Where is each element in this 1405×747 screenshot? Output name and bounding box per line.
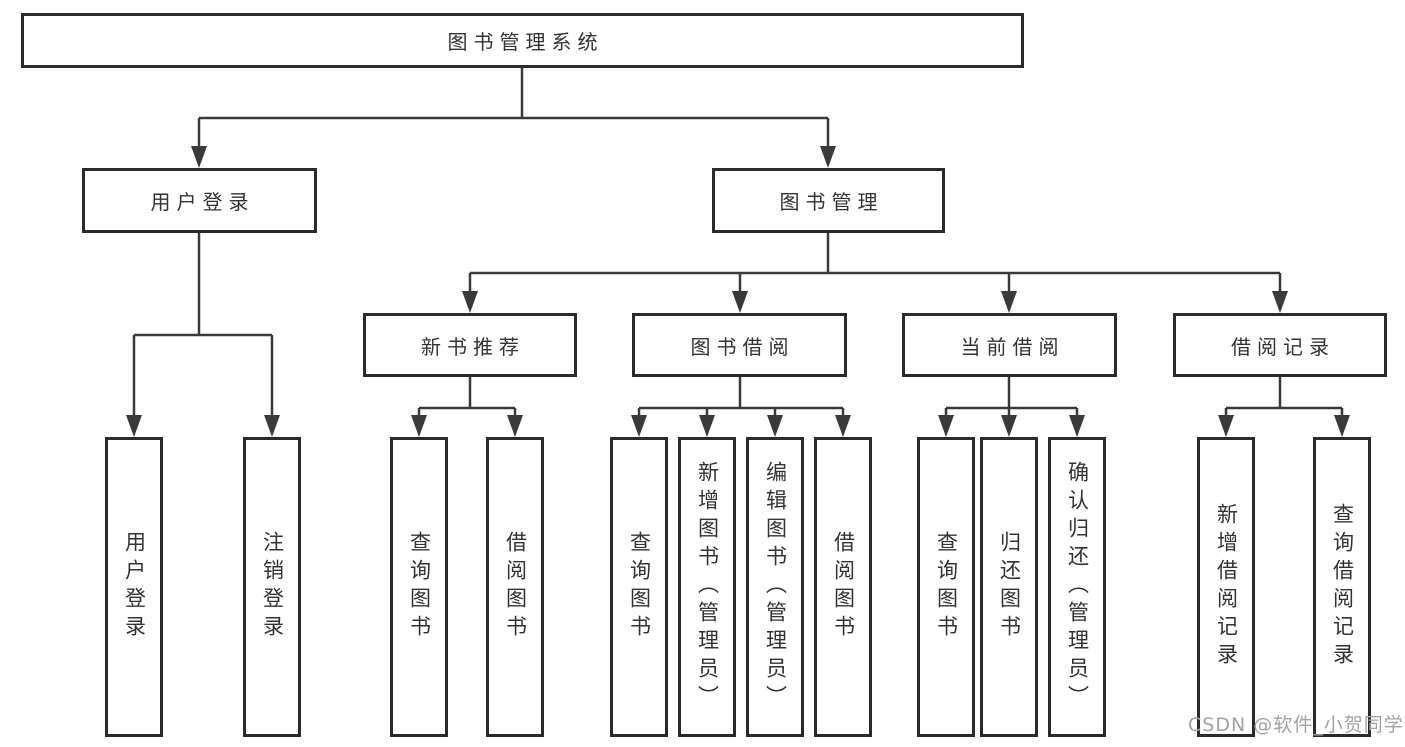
leaf-label: 新增借阅记录 bbox=[1214, 503, 1239, 671]
leaf-logout: 注销登录 bbox=[243, 437, 301, 737]
node-label: 图书借阅 bbox=[690, 334, 795, 359]
node-label: 新书推荐 bbox=[421, 334, 525, 359]
leaf-label: 用户登录 bbox=[122, 531, 147, 643]
node-label: 图书管理 bbox=[779, 190, 884, 214]
leaf-label: 查询借阅记录 bbox=[1330, 503, 1355, 671]
node-borrowing-records: 借阅记录 bbox=[1173, 313, 1387, 377]
leaf-edit-books-admin: 编辑图书（管理员） bbox=[746, 437, 804, 737]
leaf-confirm-return-admin: 确认归还（管理员） bbox=[1048, 437, 1106, 737]
node-new-book-recommendation: 新书推荐 bbox=[363, 313, 577, 377]
leaf-add-books-admin: 新增图书（管理员） bbox=[678, 437, 736, 737]
leaf-query-books-2: 查询图书 bbox=[610, 437, 668, 737]
node-current-borrowing: 当前借阅 bbox=[902, 313, 1117, 377]
node-book-management: 图书管理 bbox=[712, 168, 945, 233]
node-label: 图书管理系统 bbox=[447, 30, 604, 54]
leaf-add-borrow-record: 新增借阅记录 bbox=[1197, 437, 1255, 737]
leaf-user-login: 用户登录 bbox=[105, 437, 163, 737]
node-label: 当前借阅 bbox=[960, 334, 1065, 359]
node-library-management-system: 图书管理系统 bbox=[21, 13, 1024, 68]
leaf-label: 查询图书 bbox=[407, 531, 432, 643]
leaf-query-books-1: 查询图书 bbox=[390, 437, 448, 737]
leaf-query-books-3: 查询图书 bbox=[917, 437, 975, 737]
leaf-label: 编辑图书（管理员） bbox=[763, 461, 788, 713]
leaf-borrow-books-1: 借阅图书 bbox=[486, 437, 544, 737]
leaf-label: 新增图书（管理员） bbox=[695, 461, 720, 713]
node-user-login: 用户登录 bbox=[82, 168, 317, 233]
node-label: 用户登录 bbox=[150, 190, 255, 214]
leaf-label: 借阅图书 bbox=[831, 531, 856, 643]
leaf-borrow-books-2: 借阅图书 bbox=[814, 437, 872, 737]
leaf-return-books: 归还图书 bbox=[980, 437, 1038, 737]
node-book-borrowing: 图书借阅 bbox=[632, 313, 847, 377]
leaf-label: 借阅图书 bbox=[503, 531, 528, 643]
leaf-label: 归还图书 bbox=[997, 531, 1022, 643]
leaf-label: 确认归还（管理员） bbox=[1065, 461, 1090, 713]
leaf-label: 查询图书 bbox=[627, 531, 652, 643]
node-label: 借阅记录 bbox=[1231, 334, 1335, 359]
csdn-watermark: CSDN @软件_小贺同学 bbox=[1188, 714, 1404, 736]
leaf-label: 查询图书 bbox=[934, 531, 959, 643]
leaf-query-borrow-record: 查询借阅记录 bbox=[1313, 437, 1371, 737]
leaf-label: 注销登录 bbox=[260, 531, 285, 643]
